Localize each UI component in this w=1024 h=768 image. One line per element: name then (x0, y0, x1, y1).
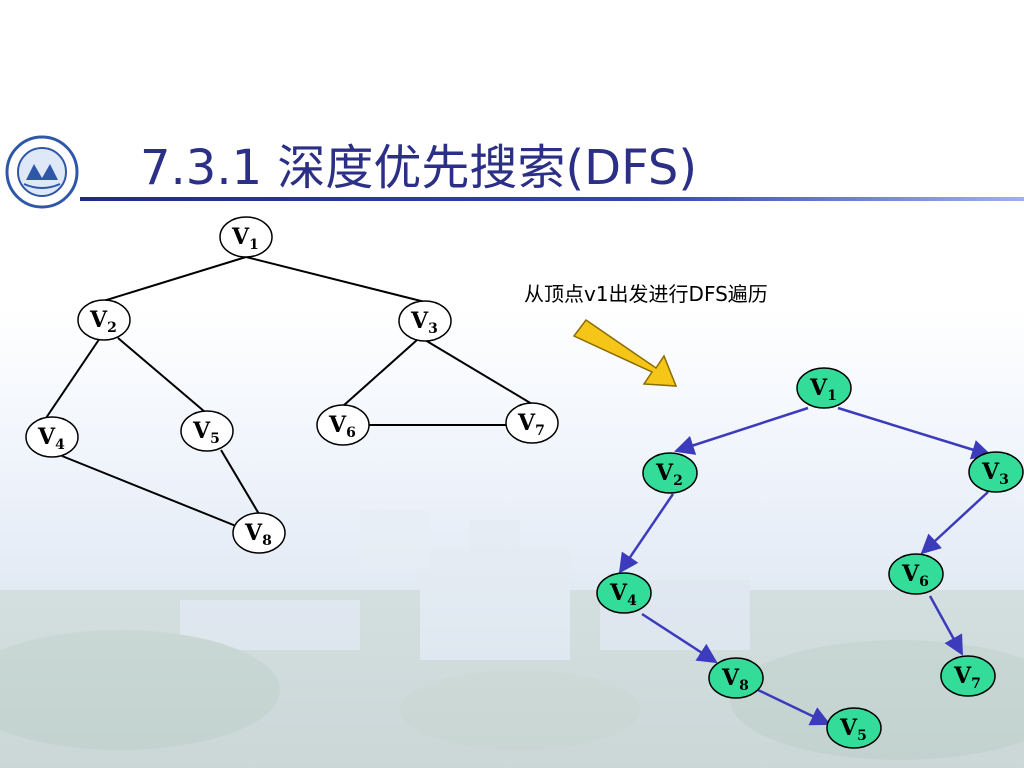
node-subscript: 6 (919, 574, 929, 590)
node-letter: V (410, 308, 429, 334)
graph-edges (45, 256, 533, 527)
page-title: 7.3.1 深度优先搜索(DFS) (140, 140, 698, 196)
svg-text:V6: V6 (328, 412, 356, 441)
svg-text:V3: V3 (410, 308, 438, 337)
svg-text:V4: V4 (37, 424, 65, 453)
tree-edge-v6-v7 (928, 595, 964, 656)
edge-v3-v6 (342, 339, 418, 407)
node-letter: V (981, 459, 1000, 485)
node-subscript: 1 (249, 237, 259, 253)
svg-text:V2: V2 (89, 307, 117, 336)
tree-node-v3: V3 (968, 451, 1024, 493)
svg-text:V8: V8 (244, 520, 272, 549)
node-subscript: 8 (262, 533, 272, 549)
svg-text:V6: V6 (901, 561, 929, 590)
title-underline (80, 197, 1024, 201)
node-letter: V (609, 580, 628, 606)
svg-text:V5: V5 (192, 418, 220, 447)
graph-node-v5: V5 (180, 410, 234, 452)
edge-v3-v7 (424, 339, 533, 405)
node-subscript: 5 (210, 431, 220, 447)
svg-text:V7: V7 (953, 663, 981, 692)
edge-v5-v8 (220, 449, 260, 515)
edge-v1-v2 (99, 256, 247, 303)
svg-text:V5: V5 (839, 715, 867, 744)
tree-edge-v3-v6 (920, 491, 989, 555)
tree-node-v8: V8 (708, 657, 764, 699)
node-letter: V (37, 424, 56, 450)
node-letter: V (839, 715, 858, 741)
undirected-graph: V1 V2 V3 V4 V5 V6 V7 V8 (25, 216, 559, 554)
node-letter: V (231, 224, 250, 250)
node-subscript: 7 (535, 423, 545, 439)
edge-v4-v8 (61, 455, 237, 527)
graph-node-v3: V3 (398, 300, 452, 342)
graph-node-v7: V7 (505, 402, 559, 444)
node-subscript: 8 (739, 678, 749, 694)
tree-edge-v1-v2 (674, 406, 809, 455)
graph-node-v1: V1 (219, 216, 273, 258)
node-subscript: 2 (107, 320, 117, 336)
edge-v2-v4 (45, 337, 101, 419)
tree-edge-v1-v3 (837, 406, 992, 460)
svg-text:V1: V1 (809, 375, 837, 404)
tree-edge-v2-v4 (618, 493, 675, 574)
node-subscript: 6 (346, 425, 356, 441)
node-letter: V (192, 418, 211, 444)
node-letter: V (809, 375, 828, 401)
edge-v1-v3 (245, 256, 426, 303)
graph-node-v4: V4 (25, 416, 79, 458)
tree-edge-v4-v8 (641, 612, 718, 664)
node-subscript: 7 (971, 676, 981, 692)
tree-node-v1: V1 (796, 367, 852, 409)
svg-text:V3: V3 (981, 459, 1009, 488)
svg-text:V4: V4 (609, 580, 637, 609)
node-subscript: 4 (627, 593, 637, 609)
node-letter: V (953, 663, 972, 689)
tree-node-v7: V7 (940, 655, 996, 697)
graph-node-v6: V6 (316, 404, 370, 446)
svg-text:V8: V8 (721, 665, 749, 694)
node-letter: V (901, 561, 920, 587)
tree-node-v4: V4 (596, 572, 652, 614)
svg-text:V2: V2 (655, 460, 683, 489)
tree-node-v2: V2 (642, 452, 698, 494)
node-letter: V (244, 520, 263, 546)
dfs-traversal-tree: V1 V2 V3 V4 V6 V8 V7 V5 (596, 367, 1024, 749)
node-letter: V (655, 460, 674, 486)
node-subscript: 2 (673, 473, 683, 489)
traversal-caption: 从顶点v1出发进行DFS遍历 (524, 282, 768, 306)
yellow-pointer-arrow-icon (572, 318, 678, 387)
node-letter: V (721, 665, 740, 691)
node-subscript: 4 (55, 437, 65, 453)
svg-text:V7: V7 (517, 410, 545, 439)
edge-v2-v5 (117, 337, 206, 413)
node-letter: V (517, 410, 536, 436)
tree-node-v5: V5 (826, 707, 882, 749)
graph-node-v8: V8 (232, 512, 286, 554)
node-letter: V (328, 412, 347, 438)
node-subscript: 3 (428, 321, 438, 337)
campus-background-image (0, 510, 1024, 768)
tree-node-v6: V6 (888, 553, 944, 595)
university-seal-logo (5, 135, 79, 209)
svg-text:V1: V1 (231, 224, 259, 253)
tree-edge-v8-v5 (757, 688, 831, 726)
node-subscript: 1 (827, 388, 837, 404)
node-letter: V (89, 307, 108, 333)
traversal-edges (618, 406, 992, 726)
node-subscript: 5 (857, 728, 867, 744)
graph-node-v2: V2 (77, 299, 131, 341)
node-subscript: 3 (999, 472, 1009, 488)
